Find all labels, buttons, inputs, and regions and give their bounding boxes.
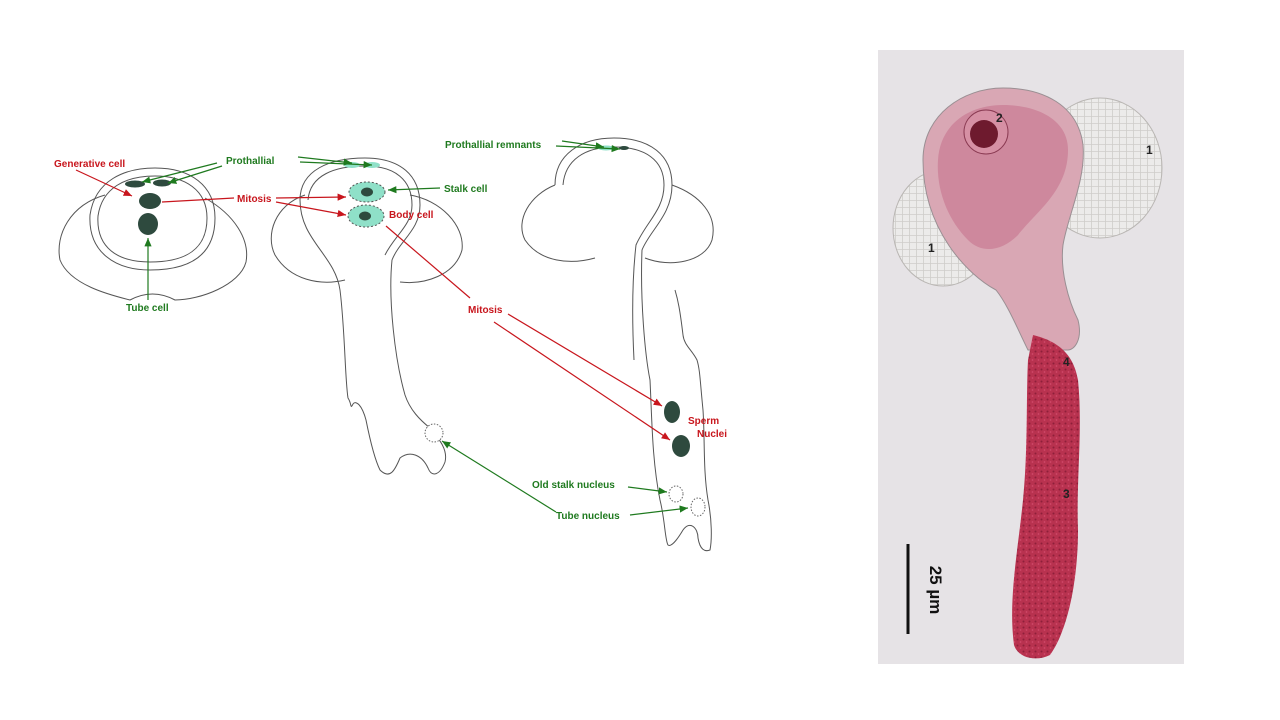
tube-nucleus-stage-1: [138, 213, 158, 235]
label-mitosis-2: Mitosis: [468, 305, 503, 316]
label-tube-nucleus: Tube nucleus: [556, 511, 620, 522]
sperm-nucleus-2: [672, 435, 690, 457]
stage-3-wings: [521, 184, 714, 264]
annotation-arrows: [75, 140, 689, 516]
prothallial-remnant-2: [619, 146, 629, 150]
arrow-prothallial-2: [167, 165, 223, 184]
pollen-micrograph: 2 1 1 4 3 25 µm: [878, 50, 1184, 664]
arrow-mitosis-stalk: [275, 193, 347, 201]
arrow-old-stalk: [627, 486, 668, 495]
stage-2-pollen-grain: [270, 157, 463, 475]
tube-nucleus-stage-2: [424, 423, 444, 443]
arrow-mitosis-left: [161, 197, 235, 203]
body-cell-nucleus: [970, 120, 998, 148]
pollen-development-diagram: Generative cell Prothallial Prothallial …: [54, 137, 727, 552]
stage-3-pollen-grain: [521, 137, 714, 552]
label-prothallial-remnants: Prothallial remnants: [445, 140, 542, 151]
stage-3-body: [554, 137, 712, 552]
arrow-mitosis-body: [275, 201, 347, 218]
old-stalk-nucleus: [668, 485, 684, 503]
scale-bar-label: 25 µm: [926, 566, 945, 615]
arrow-tube-nucleus-2: [441, 440, 557, 513]
tube-nucleus-stage-3: [690, 497, 706, 517]
marker-2: 2: [996, 111, 1003, 125]
stage-1-body: [89, 167, 216, 271]
label-mitosis-1: Mitosis: [237, 194, 272, 205]
label-prothallial: Prothallial: [226, 156, 275, 167]
arrow-sperm-2: [493, 321, 671, 441]
label-generative-cell: Generative cell: [54, 159, 125, 170]
arrow-sperm-1: [507, 313, 663, 407]
arrow-prothallial-4: [299, 161, 373, 169]
prothallial-cell-1: [125, 180, 145, 188]
stalk-nucleus: [361, 187, 373, 197]
label-tube-cell: Tube cell: [126, 303, 169, 314]
stage-2-wings: [270, 194, 463, 284]
arrow-stalk-cell: [387, 186, 441, 194]
generative-nucleus: [139, 193, 161, 209]
label-sperm: Sperm: [688, 416, 719, 427]
marker-1-left: 1: [928, 241, 935, 255]
label-body-cell: Body cell: [389, 210, 434, 221]
arrow-mitosis-line: [385, 225, 471, 299]
body-nucleus: [359, 211, 371, 221]
arrow-prothallial-3: [297, 156, 353, 166]
arrow-tube-nucleus-3: [629, 505, 689, 516]
stage-2-body: [299, 157, 447, 475]
sperm-nucleus-1: [664, 401, 680, 423]
label-stalk-cell: Stalk cell: [444, 184, 488, 195]
arrow-prothallial-remnants-1: [561, 140, 605, 150]
arrow-prothallial-1: [141, 162, 218, 184]
marker-4: 4: [1063, 355, 1070, 369]
marker-1-right: 1: [1146, 143, 1153, 157]
arrow-prothallial-remnants-2: [555, 145, 621, 153]
arrow-generative-cell: [75, 169, 133, 197]
stage-1-pollen-grain: [58, 167, 248, 301]
prothallial-cell-2: [153, 179, 171, 187]
stage-1-wings: [58, 194, 248, 301]
pollen-tube: [1012, 335, 1080, 659]
label-old-stalk-nucleus: Old stalk nucleus: [532, 480, 615, 491]
label-nuclei: Nuclei: [697, 429, 727, 440]
marker-3: 3: [1063, 487, 1070, 501]
